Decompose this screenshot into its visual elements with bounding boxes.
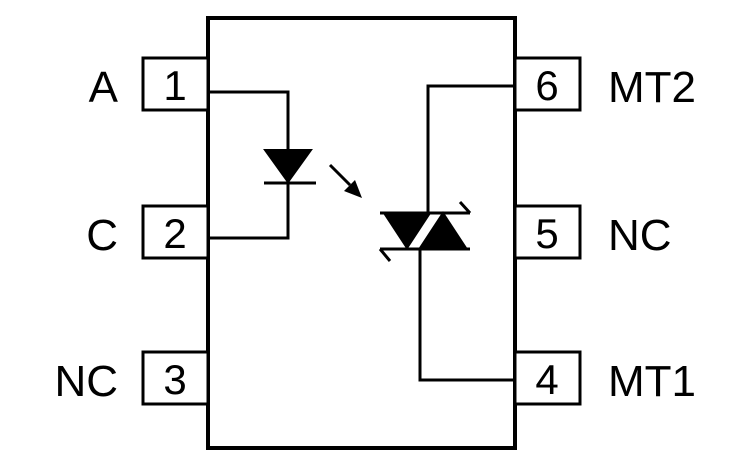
pin-4-box	[513, 350, 582, 406]
anode-wire	[208, 90, 290, 150]
light-arrow-icon	[328, 163, 362, 198]
cathode-wire	[208, 182, 290, 240]
pin-6-box	[513, 56, 582, 112]
pin-2-number: 2	[163, 210, 186, 257]
pin-4-number: 4	[535, 356, 558, 403]
pin-1-number: 1	[163, 62, 186, 109]
pin-5-box	[513, 204, 582, 260]
pin-4-label: MT1	[608, 357, 696, 406]
pin-6-label: MT2	[608, 63, 696, 112]
pin-2-label: C	[86, 211, 118, 260]
pin-5-number: 5	[535, 210, 558, 257]
pin-3-label: NC	[54, 357, 118, 406]
pin-2-box	[141, 204, 210, 260]
pin-6-number: 6	[535, 62, 558, 109]
pin-5-label: NC	[608, 211, 672, 260]
pin-1-box	[141, 56, 210, 112]
pin-3-number: 3	[163, 356, 186, 403]
mt1-wire	[418, 248, 515, 382]
led-diode-icon	[263, 149, 316, 185]
pin-3-box	[141, 350, 210, 406]
mt2-wire	[426, 84, 515, 213]
triac-icon	[378, 200, 472, 262]
ic-package-body	[206, 16, 517, 450]
pin-1-label: A	[89, 63, 119, 112]
